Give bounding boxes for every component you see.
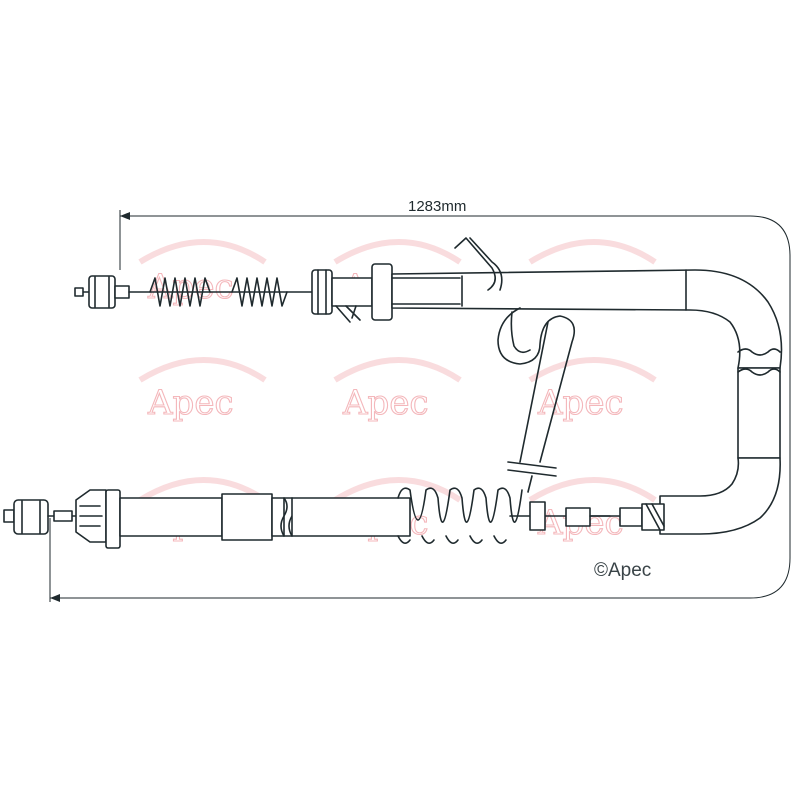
watermark: Apec (528, 357, 657, 424)
dimension-path (50, 215, 791, 599)
clip-tick (507, 469, 557, 477)
return-spring (231, 277, 288, 307)
sheath-loop (659, 348, 781, 535)
sheath-grommet-lower (221, 493, 273, 541)
fitting-barbs (79, 505, 103, 527)
cable-end-ferrule (88, 275, 116, 309)
watermark: Apec (138, 357, 267, 424)
watermark-text: Apec (342, 383, 428, 423)
wire-crimp (565, 507, 591, 527)
abutment-sleeve (331, 277, 373, 307)
grommet-top-edge (737, 368, 781, 376)
dimension-arrow-top (120, 212, 130, 220)
wire-clamp (529, 501, 546, 531)
lower-cable-assembly (3, 487, 665, 549)
large-spring-lower (397, 535, 507, 544)
return-spring (149, 277, 211, 307)
sheath-grommet (737, 367, 781, 459)
watermark: Apec (333, 357, 462, 424)
outer-cable-lower (291, 497, 411, 537)
cable-end-collar (114, 285, 130, 299)
clip-tick (507, 461, 557, 469)
large-spring (397, 487, 523, 523)
wire-collar (53, 510, 73, 522)
sheath-break-join (283, 497, 293, 537)
watermark-text: Apec (147, 383, 233, 423)
outer-cable-lower-bend (659, 457, 781, 535)
clip-wire-lower (527, 475, 533, 493)
cable-end-nipple (74, 287, 84, 297)
mounting-bracket-hook (454, 237, 503, 291)
fitting-flange (105, 489, 121, 549)
cable-end-nipple (3, 509, 15, 523)
watermark-text: Apec (537, 383, 623, 423)
sleeve-lines (391, 277, 461, 305)
sheath-break-left (280, 497, 288, 537)
abutment-body (311, 269, 333, 315)
dimension-arrow-bottom (50, 594, 60, 602)
dimension-line: 1283mm (49, 198, 791, 602)
outer-cable-upper (391, 269, 783, 369)
dimension-label: 1283mm (408, 198, 466, 215)
retaining-clip-legs (335, 305, 361, 323)
sheath-end-hatch (645, 503, 665, 531)
abutment-flange (371, 263, 393, 321)
spring-clip-wire (497, 307, 576, 463)
cable-end-ferrule (13, 499, 49, 535)
sheath-break-top (737, 348, 781, 356)
upper-cable-assembly (74, 237, 783, 493)
outer-cable-lower (119, 497, 223, 537)
spring-clip-wire-inner (510, 311, 549, 463)
wire-crimp (619, 507, 643, 527)
copyright-text: ©Apec (594, 560, 651, 581)
